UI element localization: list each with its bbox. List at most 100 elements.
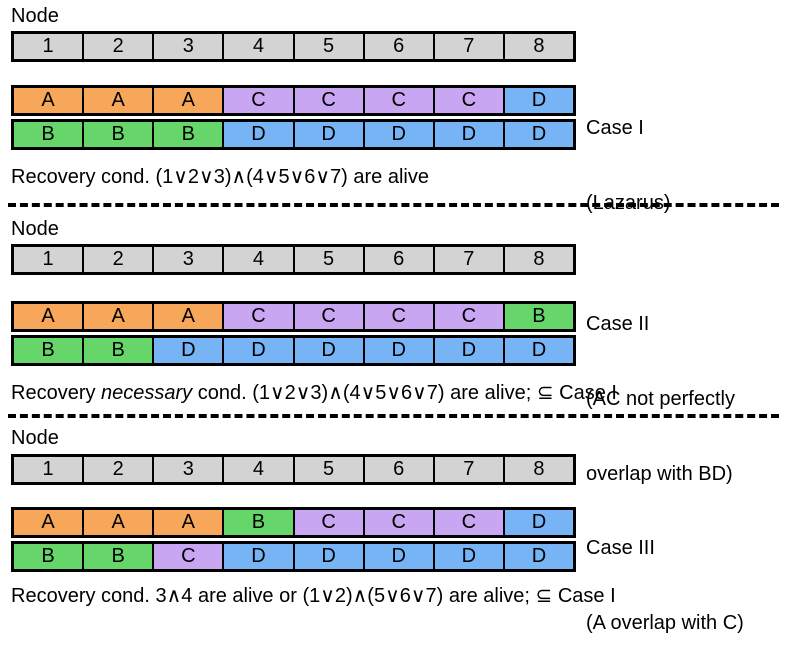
shard-cell: C: [154, 544, 225, 569]
shard-cell: D: [504, 338, 573, 363]
node-cell: 7: [434, 247, 505, 272]
node-cell: 2: [84, 247, 155, 272]
shard-cell: C: [294, 88, 365, 113]
shard-cell: A: [84, 88, 155, 113]
node-cell: 6: [364, 247, 435, 272]
shard-cell: B: [84, 544, 155, 569]
separator: [8, 414, 779, 418]
recovery-condition: Recovery necessary cond. (1∨2∨3)∧(4∨5∨6∨…: [11, 382, 617, 404]
node-cell: 4: [224, 457, 295, 482]
node-label: Node: [11, 218, 59, 240]
shard-cell: C: [434, 88, 505, 113]
case-note: (AC not perfectly: [586, 388, 735, 410]
shard-cell: D: [434, 122, 505, 147]
shard-cell: A: [154, 304, 225, 329]
shard-cell: C: [224, 88, 295, 113]
node-cell: 4: [224, 34, 295, 59]
shard-cell: D: [504, 122, 573, 147]
shard-cell: D: [504, 544, 573, 569]
shard-cell: C: [434, 304, 505, 329]
shard-cell: A: [154, 510, 225, 535]
shard-cell: D: [294, 338, 365, 363]
shard-cell: C: [364, 510, 435, 535]
shard-cell: B: [14, 338, 85, 363]
shard-cell: D: [504, 88, 573, 113]
node-cell: 8: [504, 457, 573, 482]
node-label: Node: [11, 427, 59, 449]
shard-cell: B: [84, 122, 155, 147]
shard-cell: A: [14, 88, 85, 113]
case-title: Case II: [586, 313, 650, 335]
node-cell: 7: [434, 457, 505, 482]
shard-cell: D: [364, 544, 435, 569]
shard-cell: D: [224, 122, 295, 147]
shard-cell: D: [224, 544, 295, 569]
recovery-condition: Recovery cond. 3∧4 are alive or (1∨2)∧(5…: [11, 585, 616, 607]
node-cell: 8: [504, 247, 573, 272]
node-cell: 1: [14, 34, 85, 59]
recovery-text: Recovery: [11, 382, 102, 404]
node-label: Node: [11, 5, 59, 27]
shard-cell: B: [14, 122, 85, 147]
shard-cell: D: [434, 338, 505, 363]
case-note: (A overlap with C): [586, 612, 744, 634]
node-cell: 8: [504, 34, 573, 59]
case-label: Case III (A overlap with C): [586, 486, 744, 661]
node-cell: 5: [294, 34, 365, 59]
case-label: Case II (AC not perfectly overlap with B…: [586, 262, 735, 512]
shard-cell: D: [154, 338, 225, 363]
node-cell: 4: [224, 247, 295, 272]
node-cell: 2: [84, 34, 155, 59]
case-note: overlap with BD): [586, 463, 733, 485]
shard-cell: B: [504, 304, 573, 329]
shard-cell: B: [224, 510, 295, 535]
shard-cell: A: [154, 88, 225, 113]
shard-cell: D: [434, 544, 505, 569]
case-label: Case I (Lazarus): [586, 66, 670, 241]
node-cell: 5: [294, 247, 365, 272]
shard-cell: A: [14, 510, 85, 535]
node-cell: 2: [84, 457, 155, 482]
node-cell: 3: [154, 247, 225, 272]
shard-cell: D: [224, 338, 295, 363]
shard-cell: B: [14, 544, 85, 569]
shard-cell: D: [294, 122, 365, 147]
shard-cell: A: [84, 510, 155, 535]
node-cell: 7: [434, 34, 505, 59]
shard-cell: C: [434, 510, 505, 535]
shard-cell: D: [364, 338, 435, 363]
shard-cell: D: [504, 510, 573, 535]
case-title: Case III: [586, 537, 655, 559]
node-cell: 3: [154, 34, 225, 59]
shard-cell: B: [154, 122, 225, 147]
shard-cell: C: [294, 304, 365, 329]
recovery-text: cond. (1∨2∨3)∧(4∨5∨6∨7) are alive; ⊆ Cas…: [192, 382, 617, 404]
node-cell: 5: [294, 457, 365, 482]
shard-cell: B: [84, 338, 155, 363]
shard-cell: C: [224, 304, 295, 329]
node-cell: 1: [14, 457, 85, 482]
recovery-emphasis: necessary: [101, 382, 193, 404]
shard-cell: C: [364, 304, 435, 329]
shard-cell: D: [364, 122, 435, 147]
node-cell: 6: [364, 34, 435, 59]
recovery-condition: Recovery cond. (1∨2∨3)∧(4∨5∨6∨7) are ali…: [11, 166, 429, 188]
node-cell: 1: [14, 247, 85, 272]
case-title: Case I: [586, 117, 644, 139]
shard-cell: C: [294, 510, 365, 535]
shard-cell: A: [84, 304, 155, 329]
separator: [8, 203, 779, 207]
shard-cell: C: [364, 88, 435, 113]
node-cell: 3: [154, 457, 225, 482]
shard-cell: A: [14, 304, 85, 329]
node-cell: 6: [364, 457, 435, 482]
